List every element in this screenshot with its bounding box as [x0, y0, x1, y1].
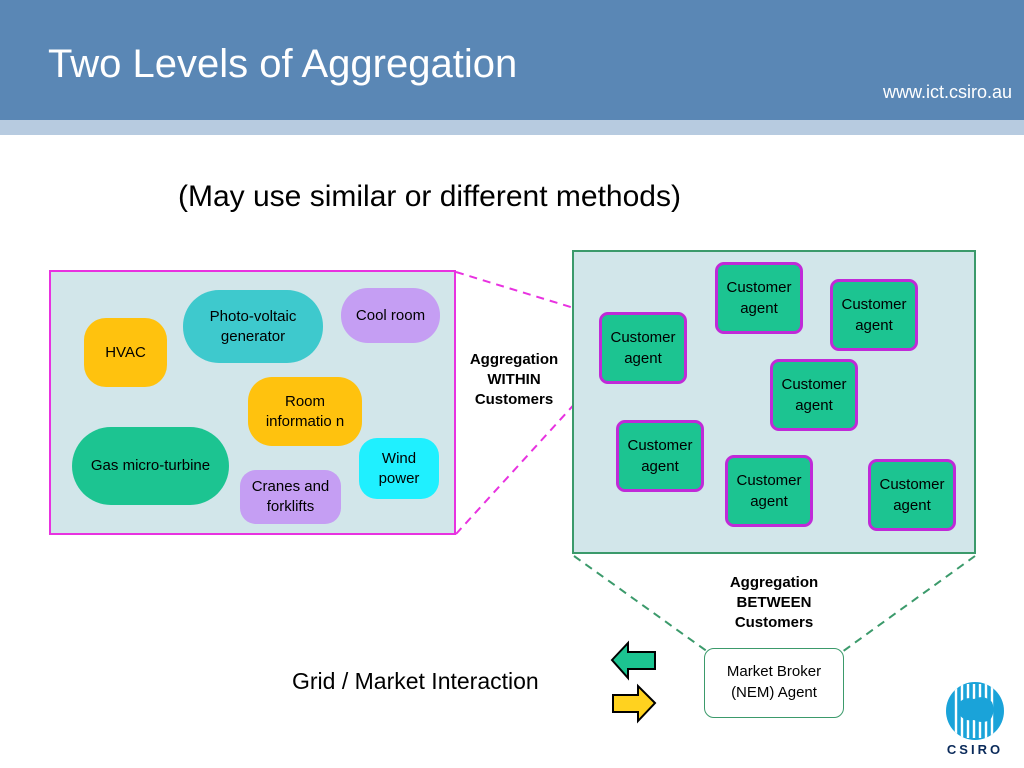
cool-room-node: Cool room — [341, 288, 440, 343]
gas-micro-turbine-label: Gas micro-turbine — [90, 457, 211, 474]
between-connector-right — [841, 555, 976, 653]
customer-agent: Customer agent — [715, 262, 803, 334]
between-connector-left — [573, 555, 709, 653]
market-broker-agent: Market Broker (NEM) Agent — [704, 648, 844, 718]
room-information-label: Room informatio n — [265, 392, 345, 430]
customer-agent: Customer agent — [725, 455, 813, 527]
customer-agent: Customer agent — [616, 420, 704, 492]
aggregation-between-label: Aggregation BETWEEN Customers — [729, 574, 819, 631]
cool-room-label: Cool room — [355, 306, 426, 324]
header-url[interactable]: www.ict.csiro.au — [882, 82, 1012, 102]
hvac-node: HVAC — [84, 318, 167, 387]
photo-voltaic-node: Photo-voltaic generator — [183, 290, 323, 363]
slide-title: Two Levels of Aggregation — [48, 42, 518, 86]
customer-agent: Customer agent — [599, 312, 687, 384]
customer-agent: Customer agent — [770, 359, 858, 431]
hvac-label: HVAC — [105, 343, 146, 361]
customer-agent: Customer agent — [830, 279, 918, 351]
header-bar — [0, 0, 1024, 120]
photo-voltaic-label: Photo-voltaic generator — [209, 307, 297, 345]
grid-market-label: Grid / Market Interaction — [292, 668, 539, 694]
cranes-forklifts-label: Cranes and forklifts — [251, 478, 330, 515]
cranes-forklifts-node: Cranes and forklifts — [240, 470, 341, 524]
wind-power-label: Wind power — [378, 449, 420, 487]
customer-agent: Customer agent — [868, 459, 956, 531]
csiro-logo: CSIRO — [944, 680, 1006, 762]
csiro-logo-text: CSIRO — [946, 742, 1004, 757]
within-connector-bottom — [455, 375, 601, 535]
header-stripe — [0, 120, 1024, 135]
wind-power-node: Wind power — [359, 438, 439, 499]
within-connector-top — [455, 271, 601, 317]
room-information-node: Room informatio n — [248, 377, 362, 446]
slide-subtitle: (May use similar or different methods) — [178, 180, 681, 213]
aggregation-within-label: Aggregation WITHIN Customers — [469, 351, 559, 408]
gas-micro-turbine-node: Gas micro-turbine — [72, 427, 229, 505]
csiro-globe-icon — [946, 682, 1004, 740]
